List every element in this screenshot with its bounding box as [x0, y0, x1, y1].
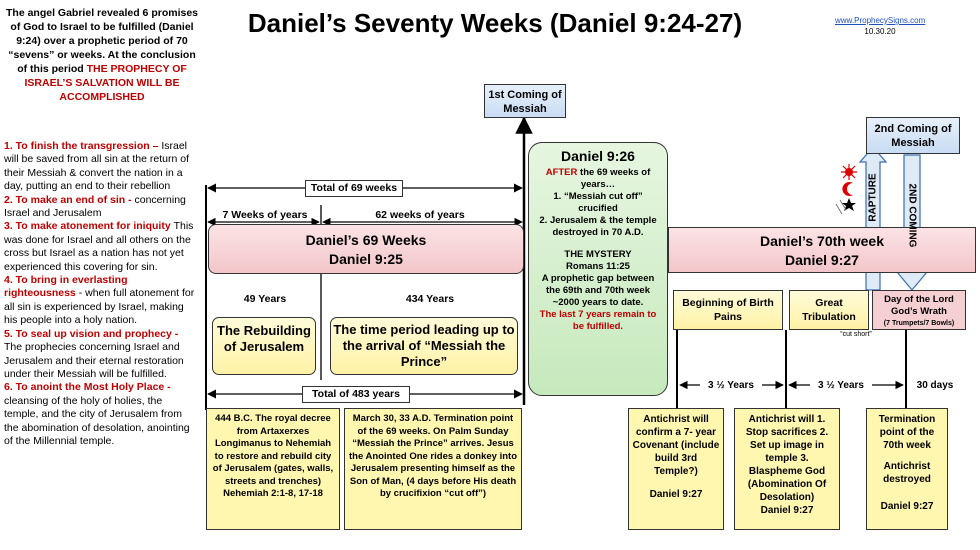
promise-body: The prophecies concerning Israel and Jer… — [4, 341, 184, 380]
day-of-lord-box: Day of the Lord God’s Wrath (7 Trumpets/… — [872, 290, 966, 330]
falling-star-icon — [835, 199, 847, 215]
promise-heading: 5. To seal up vision and prophecy - — [4, 327, 179, 340]
years-434-label: 434 Years — [405, 293, 455, 305]
rapture-label: RAPTURE — [867, 173, 879, 222]
note-abomination: Antichrist will 1. Stop sacrifices 2. Se… — [734, 408, 840, 530]
note-444-bc: 444 B.C. The royal decree from Artaxerxe… — [206, 408, 340, 530]
time-period-box: The time period leading up to the arriva… — [330, 317, 518, 375]
promise-item: 4. To bring in everlasting righteousness… — [4, 274, 198, 328]
cut-short-label: “cut short” — [840, 331, 872, 338]
note-33-ad: March 30, 33 A.D. Termination point of t… — [344, 408, 522, 530]
promise-item: 2. To make an end of sin - concerning Is… — [4, 194, 198, 221]
promise-body: - when full atonement for all sin is exp… — [4, 287, 195, 327]
promise-heading: 3. To make atonement for iniquity — [4, 220, 174, 233]
moon-icon — [842, 182, 853, 196]
date-label: 10.30.20 — [864, 27, 896, 36]
years-49-label: 49 Years — [243, 293, 287, 305]
daniel-9-26-gap-box: Daniel 9:26 AFTER the 69 weeks of years…… — [528, 142, 668, 396]
half-years-1-label: 3 ½ Years — [708, 380, 754, 391]
note-termination: Termination point of the 70th week Antic… — [866, 408, 948, 530]
sixtytwo-weeks-label: 62 weeks of years — [375, 209, 465, 221]
promise-heading: 1. To finish the transgression – — [4, 140, 162, 152]
intro-highlight: THE PROPHECY OF ISRAEL’S SALVATION WILL … — [24, 63, 187, 103]
page-title: Daniel’s Seventy Weeks (Daniel 9:24-27) — [247, 8, 743, 38]
website-link[interactable]: www.ProphecySigns.com — [835, 16, 926, 25]
promise-item: 5. To seal up vision and prophecy - The … — [4, 328, 198, 382]
days-30-label: 30 days — [916, 380, 954, 391]
second-coming-box: 2nd Coming of Messiah — [866, 117, 960, 154]
rebuilding-box: The Rebuilding of Jerusalem — [212, 317, 316, 375]
promise-body: cleansing of the holy of holies, the tem… — [4, 394, 190, 447]
promise-body: This was done for Israel and all others … — [4, 220, 194, 273]
promise-heading: 6. To anoint the Most Holy Place - — [4, 381, 171, 394]
half-years-2-label: 3 ½ Years — [818, 380, 864, 391]
second-coming-arrow-label: 2ND COMING — [906, 183, 918, 248]
intro-text: The angel Gabriel revealed 6 promises of… — [6, 7, 198, 103]
birth-pains-box: Beginning of Birth Pains — [673, 290, 783, 330]
note-confirm-covenant: Antichrist will confirm a 7- year Covena… — [628, 408, 724, 530]
promise-heading: 4. To bring in everlasting righteousness — [4, 274, 128, 300]
promise-body: concerning Israel and Jerusalem — [4, 193, 186, 220]
total-483-years-label: Total of 483 years — [302, 386, 410, 403]
promise-item: 1. To finish the transgression – Israel … — [4, 140, 198, 194]
promise-body: Israel will be saved from all sin at the… — [4, 140, 190, 193]
promise-heading: 2. To make an end of sin - — [4, 193, 135, 206]
sun-icon — [841, 164, 857, 180]
star-icon — [842, 198, 856, 211]
promises-list: 1. To finish the transgression – Israel … — [4, 140, 198, 448]
first-coming-box: 1st Coming of Messiah — [484, 84, 566, 118]
great-tribulation-box: Great Tribulation — [789, 290, 869, 330]
gap-title: Daniel 9:26 — [561, 148, 635, 164]
seven-weeks-label: 7 Weeks of years — [222, 209, 308, 221]
promise-item: 6. To anoint the Most Holy Place - clean… — [4, 381, 198, 448]
total-69-weeks-label: Total of 69 weeks — [305, 180, 403, 197]
promise-item: 3. To make atonement for iniquity This w… — [4, 220, 198, 274]
